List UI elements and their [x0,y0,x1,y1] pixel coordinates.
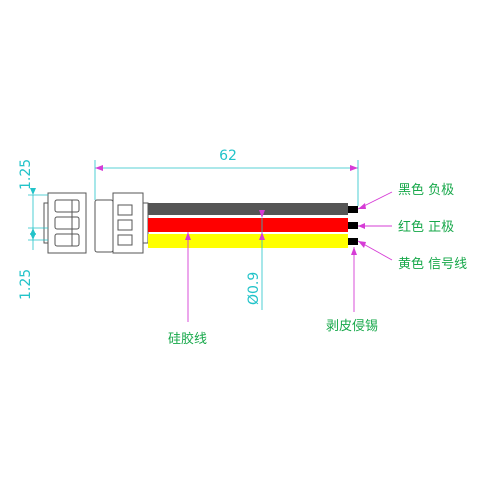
yellow-wire [148,234,348,248]
pitch-bottom-label: 1.25 [18,269,34,300]
pitch-arrows [30,188,36,240]
length-dimension [94,160,359,206]
length-label: 62 [219,148,237,164]
black-wire-label: 黑色 负极 [398,182,454,198]
wire-type-label: 硅胶线 [168,331,207,347]
diameter-label: Ø0.9 [246,272,262,305]
black-wire [148,203,348,215]
red-wire-tin [348,222,358,229]
stripped-tinned-label: 剥皮侵锡 [326,318,378,334]
diameter-arrows [259,210,265,240]
connector-side-view [94,192,149,254]
connector-end-view [43,192,87,254]
yellow-wire-label: 黄色 信号线 [398,256,467,272]
length-arrows [95,165,358,171]
red-wire-label: 红色 正极 [398,219,454,235]
pitch-top-label: 1.25 [18,159,34,190]
yellow-wire-tin [348,238,358,245]
leader-arrows [185,203,366,255]
pitch-dimension [28,194,48,250]
red-wire [148,218,348,232]
black-wire-tin [348,206,358,213]
